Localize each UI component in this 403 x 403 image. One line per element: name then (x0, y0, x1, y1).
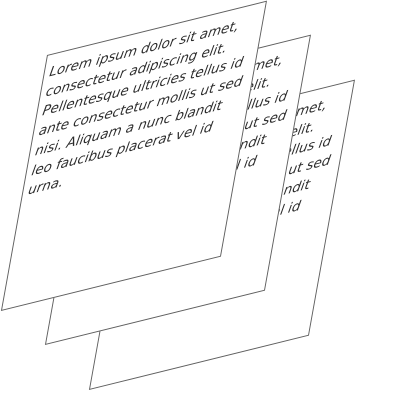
page-text-front: Lorem ipsum dolor sit amet, consectetur … (21, 3, 262, 203)
